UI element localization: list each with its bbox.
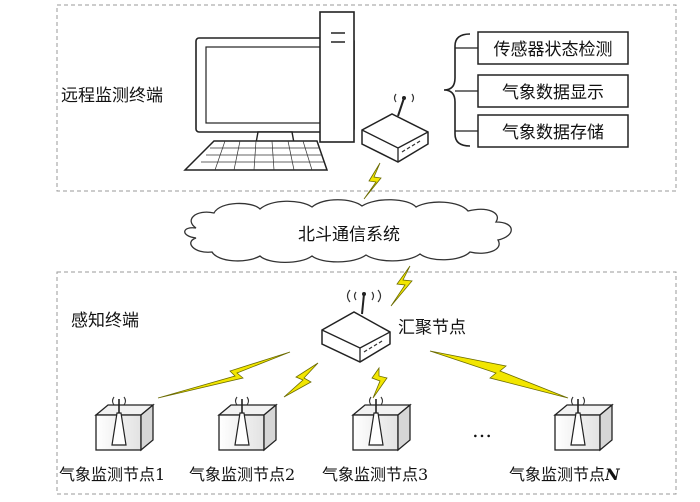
function-box-1 [477,31,629,65]
computer-icon [183,11,355,171]
function-label-2: 气象数据显示 [502,83,604,103]
node-label-n-suffix: N [604,465,621,484]
node-label-2: 气象监测节点2 [189,465,295,484]
lightning-link-node-3 [371,366,388,399]
lightning-link-node-n [429,350,569,399]
sensor-node-1 [94,396,155,452]
beidou-cloud [184,199,512,264]
beidou-label: 北斗通信系统 [298,225,400,245]
sensor-node-n [553,396,614,452]
node-label-1: 气象监测节点1 [59,465,165,484]
remote-terminal-title: 远程监测终端 [61,86,163,106]
node-label-n-text: 气象监测节点 [509,465,605,484]
sensor-node-3 [351,396,412,452]
node-label-3: 气象监测节点3 [322,465,428,484]
function-label-3: 气象数据存储 [502,123,604,143]
lightning-link-aggregator [390,265,413,307]
function-box-3 [477,114,629,148]
function-bracket [443,33,471,147]
node-label-n: 气象监测节点N [509,465,621,484]
sensor-node-2 [217,396,278,452]
lightning-link-node-2 [283,362,319,398]
lightning-link-node-1 [157,351,291,399]
sensing-terminal-title: 感知终端 [71,311,139,331]
ellipsis: … [472,418,492,442]
remote-terminal-region [56,4,677,192]
lightning-link-remote [363,162,382,200]
sensing-terminal-region [56,271,677,495]
remote-router-icon [361,93,429,163]
aggregator-label: 汇聚节点 [398,318,466,338]
tower [319,11,355,143]
function-label-1: 传感器状态检测 [494,40,613,60]
function-box-2 [477,74,629,108]
aggregator-router-icon [321,289,391,363]
